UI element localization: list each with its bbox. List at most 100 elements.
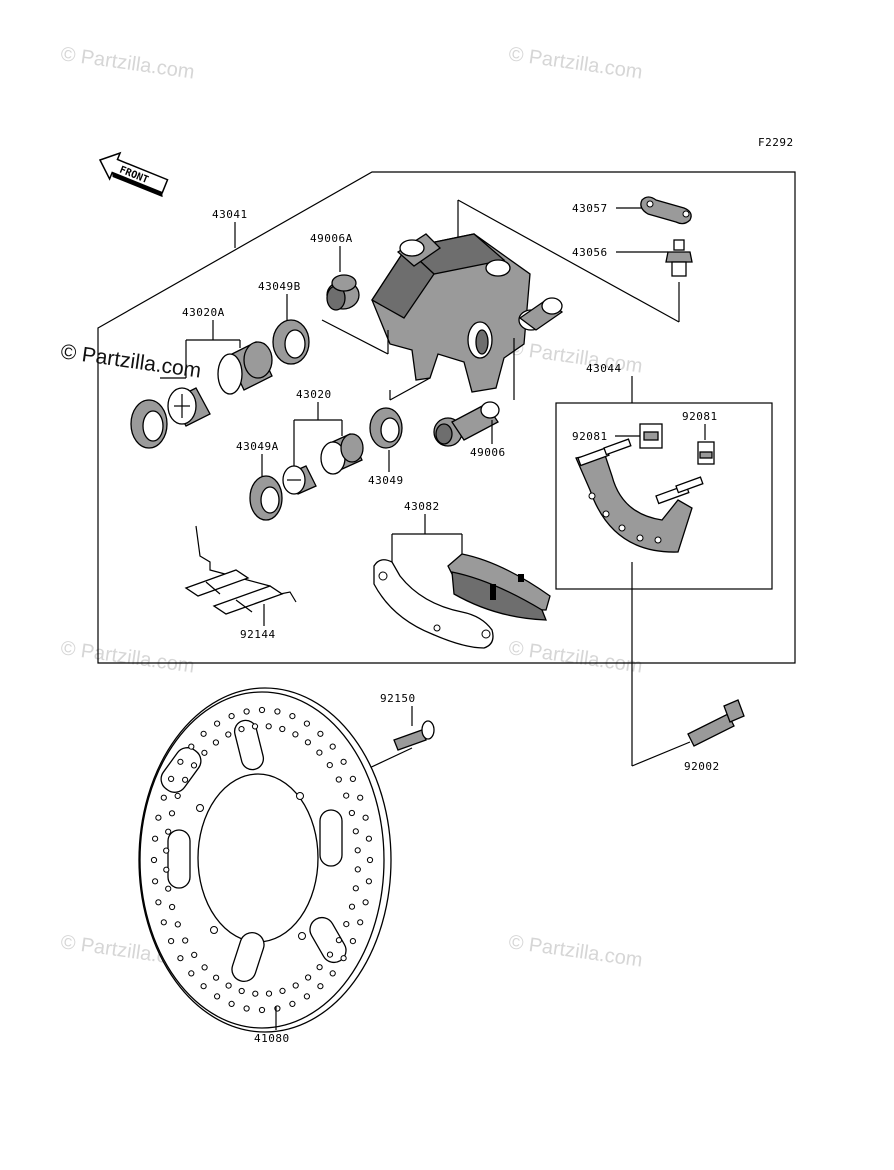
piston-part	[282, 433, 364, 495]
part-label-43082[interactable]: 43082	[404, 500, 440, 513]
part-label-43041[interactable]: 43041	[212, 208, 248, 221]
disc-hole	[362, 814, 369, 821]
disc-hole	[317, 983, 324, 990]
disc-hole	[212, 739, 219, 746]
disc-hole	[174, 921, 181, 928]
brake-disc-part	[138, 687, 392, 1033]
part-label-43057[interactable]: 43057	[572, 202, 608, 215]
disc-hole	[279, 725, 286, 733]
watermark: © Partzilla.com	[507, 637, 644, 678]
part-label-92081b[interactable]: 92081	[682, 410, 718, 423]
disc-hole	[316, 964, 323, 971]
bracket-subassembly-frame	[555, 402, 773, 590]
disc-hole	[182, 776, 189, 783]
disc-hole	[365, 878, 372, 885]
part-label-92150[interactable]: 92150	[380, 692, 416, 705]
disc-hole	[365, 835, 372, 842]
disc-hole	[168, 775, 175, 783]
leader-line	[631, 741, 691, 767]
caliper-bolt-part	[687, 699, 745, 747]
disc-hole	[316, 749, 323, 756]
disc-hole	[258, 1006, 266, 1014]
part-label-43049A[interactable]: 43049A	[236, 440, 279, 453]
pad-spring-clip-part	[184, 525, 297, 615]
disc-hole	[155, 899, 162, 906]
caliper-body-part	[371, 233, 564, 393]
part-label-92144[interactable]: 92144	[240, 628, 276, 641]
part-label-92081a[interactable]: 92081	[572, 430, 608, 443]
disc-hole	[343, 792, 350, 799]
disc-hole	[243, 1005, 250, 1012]
part-label-49006[interactable]: 49006	[470, 446, 506, 459]
disc-hole	[152, 835, 159, 842]
part-label-92002[interactable]: 92002	[684, 760, 720, 773]
bleeder-valve-part	[665, 239, 693, 277]
disc-hole	[289, 1000, 296, 1008]
disc-hole	[329, 970, 336, 977]
disc-hole	[160, 794, 167, 801]
piston-seal-part	[272, 319, 310, 365]
disc-hole	[357, 794, 364, 801]
part-label-43056[interactable]: 43056	[572, 246, 608, 259]
watermark: © Partzilla.com	[59, 43, 196, 84]
disc-hole	[292, 982, 299, 989]
leader-line	[389, 377, 431, 401]
disc-hole	[200, 730, 207, 737]
disc-hole	[228, 1000, 235, 1008]
pad-spring-part	[639, 423, 663, 449]
disc-hole	[349, 775, 356, 783]
brake-pad-part	[373, 553, 551, 649]
part-label-43049[interactable]: 43049	[368, 474, 404, 487]
disc-hole	[213, 974, 220, 981]
diagram-code: F2292	[758, 136, 794, 149]
disc-hole	[150, 856, 158, 864]
part-label-41080[interactable]: 41080	[254, 1032, 290, 1045]
disc-hole	[238, 987, 245, 995]
disc-hole	[251, 723, 259, 730]
disc-hole	[174, 792, 181, 800]
disc-hole	[165, 828, 172, 835]
disc-hole	[191, 951, 198, 959]
part-label-43020[interactable]: 43020	[296, 388, 332, 401]
part-label-49006A[interactable]: 49006A	[310, 232, 353, 245]
part-label-43020A[interactable]: 43020A	[182, 306, 225, 319]
disc-hole	[252, 990, 259, 997]
disc-hole	[190, 762, 198, 769]
front-arrow-icon: FRONT	[98, 151, 169, 198]
disc-hole	[243, 708, 250, 715]
disc-hole	[354, 847, 361, 854]
disc-hole	[214, 720, 221, 727]
disc-hole	[168, 938, 175, 945]
disc-hole	[340, 955, 347, 962]
disc-hole	[160, 919, 167, 926]
disc-hole	[352, 828, 359, 835]
disc-hole	[349, 938, 356, 945]
watermark: © Partzilla.com	[507, 43, 644, 84]
disc-hole	[305, 974, 312, 981]
disc-hole	[343, 921, 350, 928]
leader-line	[457, 199, 680, 323]
disc-hole	[169, 903, 176, 911]
disc-hole	[352, 885, 359, 892]
disc-hole	[258, 706, 266, 714]
disc-hole	[279, 987, 286, 995]
piston-part	[167, 341, 273, 427]
dust-seal-part	[130, 399, 168, 449]
disc-hole	[238, 726, 245, 733]
disc-hole	[335, 776, 342, 783]
watermark: © Partzilla.com	[507, 337, 644, 378]
disc-hole	[152, 878, 159, 885]
disc-hole	[329, 743, 336, 750]
piston-seal-part	[369, 407, 403, 449]
disc-hole	[292, 731, 299, 738]
disc-hole	[289, 713, 296, 720]
disc-hole	[348, 903, 356, 910]
part-label-43044[interactable]: 43044	[586, 362, 622, 375]
disc-hole	[265, 723, 272, 730]
disc-hole	[366, 856, 374, 864]
clip-part	[697, 441, 715, 465]
disc-hole	[182, 937, 189, 944]
part-label-43049B[interactable]: 43049B	[258, 280, 301, 293]
disc-hole	[225, 982, 232, 989]
disc-hole	[201, 749, 208, 756]
